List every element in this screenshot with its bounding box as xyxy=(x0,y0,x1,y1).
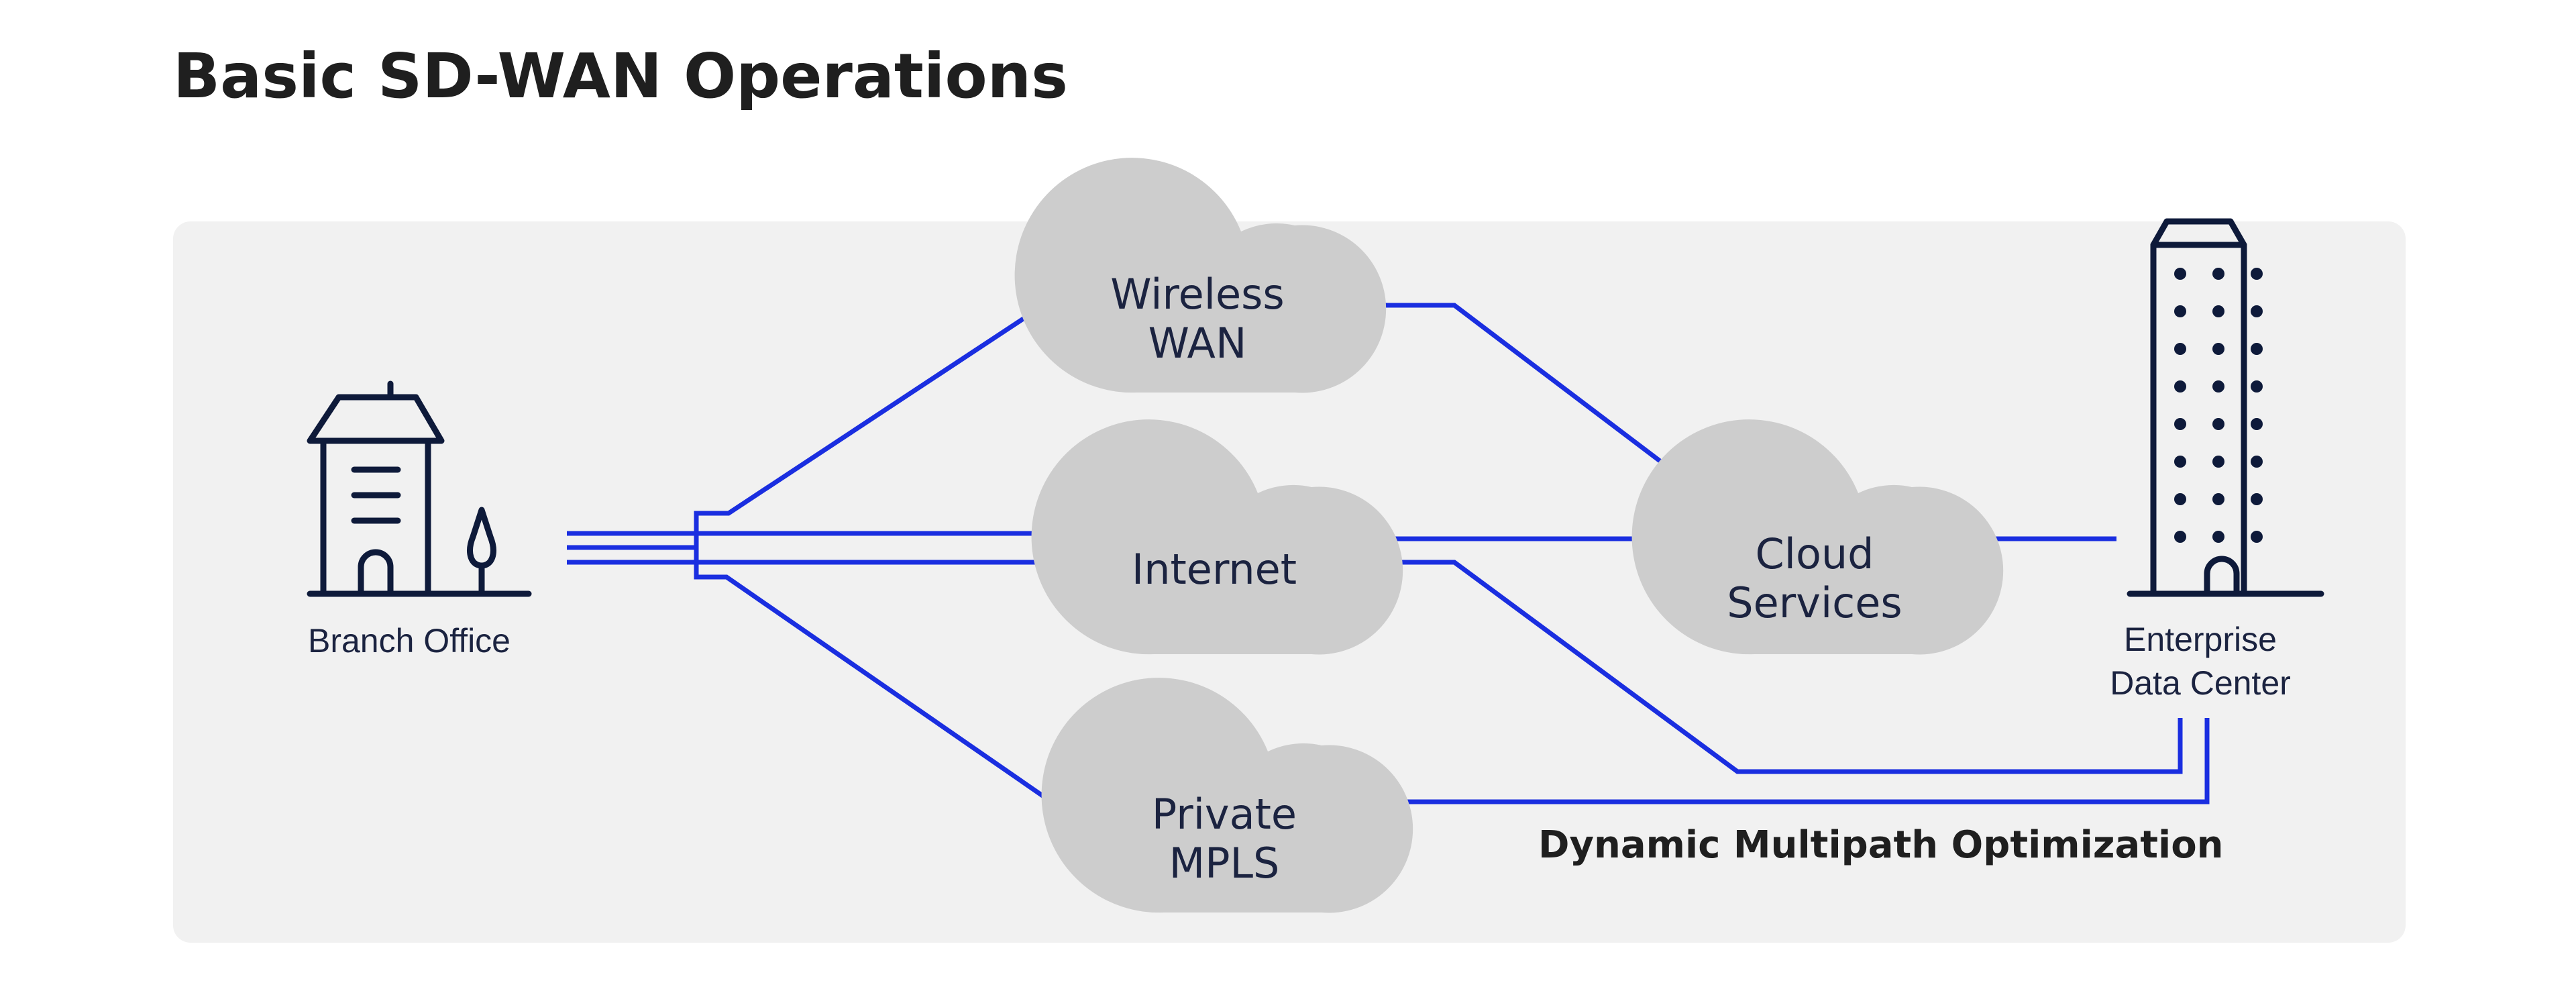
cloud-internet-shape xyxy=(1031,419,1403,655)
cloud-cloud-services-shape xyxy=(1631,419,2004,655)
data-center-label-line2: Data Center xyxy=(2110,664,2291,702)
mpls-to-datacenter-link xyxy=(1389,718,2210,804)
branch-link-top xyxy=(567,313,1030,536)
cloud-private-mpls-label-line2: MPLS xyxy=(1169,839,1280,888)
cloud-wireless-wan-label-line2: WAN xyxy=(1148,319,1247,368)
branch-link-bottom xyxy=(694,547,1048,800)
dynamic-multipath-label: Dynamic Multipath Optimization xyxy=(1538,823,2224,867)
cloud-cloud-services: Cloud Services xyxy=(1631,419,2004,655)
data-center-label-line1: Enterprise xyxy=(2124,621,2277,658)
data-center-windows xyxy=(2174,268,2263,543)
branch-office-icon xyxy=(307,380,532,597)
wan-to-cloud-services-link xyxy=(1362,303,1669,468)
cloud-private-mpls-shape xyxy=(1041,678,1413,913)
cloud-wireless-wan-shape xyxy=(1014,158,1387,393)
cloud-internet-label: Internet xyxy=(1132,545,1297,594)
cloud-cloud-services-label-line1: Cloud xyxy=(1755,529,1874,578)
branch-link-internet xyxy=(567,531,1040,550)
cloud-wireless-wan: Wireless WAN xyxy=(1014,158,1387,393)
data-center-icon xyxy=(2127,218,2324,597)
cloud-private-mpls-label-line1: Private xyxy=(1152,790,1297,839)
branch-office-label: Branch Office xyxy=(308,622,511,660)
internet-to-datacenter-link xyxy=(1382,560,2183,774)
cloud-wireless-wan-label-line1: Wireless xyxy=(1110,270,1284,319)
page-title: Basic SD-WAN Operations xyxy=(173,40,1068,112)
connection-lines xyxy=(567,303,2210,804)
cloud-private-mpls: Private MPLS xyxy=(1041,678,1413,913)
cloud-cloud-services-label-line2: Services xyxy=(1727,578,1902,627)
cloud-internet: Internet xyxy=(1031,419,1403,655)
